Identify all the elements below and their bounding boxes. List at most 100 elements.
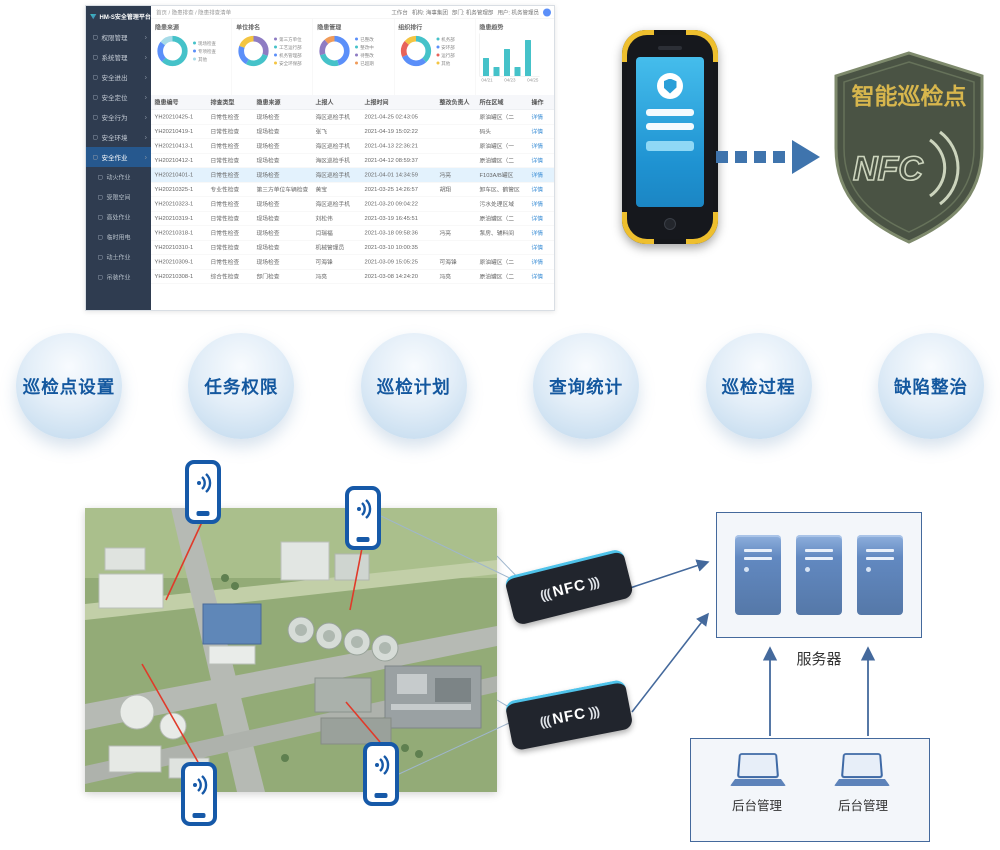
sidebar-item[interactable]: 安全进出› xyxy=(86,67,151,87)
nfc-wave-icon xyxy=(197,473,212,493)
detail-link[interactable]: 详情 xyxy=(531,143,544,150)
table-cell: 胡翔 xyxy=(439,187,452,193)
table-cell: 2021-04-13 22:36:21 xyxy=(364,143,418,149)
table-cell: 2021-03-18 09:58:36 xyxy=(364,230,418,236)
table-cell: 原油罐区（一 xyxy=(479,143,515,150)
table-cell: 2021-04-01 14:34:59 xyxy=(364,172,418,178)
detail-link[interactable]: 详情 xyxy=(531,259,544,266)
shield-icon xyxy=(663,78,677,94)
feature-circle: 缺陷整治 xyxy=(877,333,984,439)
legend-label: 其他 xyxy=(441,60,451,66)
legend-dot xyxy=(436,37,440,41)
detail-link[interactable]: 详情 xyxy=(531,274,544,280)
chart-title: 隐患来源 xyxy=(155,24,180,31)
table-cell: YH20210310-1 xyxy=(154,244,194,251)
table-cell: 2021-03-20 09:04:22 xyxy=(364,201,418,207)
legend-dot xyxy=(274,53,278,57)
detail-link[interactable]: 详情 xyxy=(531,245,544,251)
legend-label: 运行部 xyxy=(441,52,455,58)
legend-item: 专项检查 xyxy=(193,48,216,55)
chart-body: 已整改整改中待整改已超期 xyxy=(317,34,391,69)
sidebar-item[interactable]: 安全环境› xyxy=(86,127,151,147)
menu-icon xyxy=(93,94,98,100)
sidebar-item-label: 权限管理 xyxy=(101,33,128,42)
home-button[interactable] xyxy=(664,218,676,230)
sidebar-item[interactable]: 安全行为› xyxy=(86,107,151,127)
sidebar-item[interactable]: 动火作业 xyxy=(86,167,151,187)
bars xyxy=(479,33,540,77)
legend-item: 现场检查 xyxy=(193,40,216,47)
dashboard-screenshot: HM-S安全管理平台 权限管理›系统管理›安全进出›安全定位›安全行为›安全环境… xyxy=(85,5,555,311)
x-tick: 04/21 xyxy=(481,77,493,83)
detail-link[interactable]: 详情 xyxy=(531,216,544,222)
table-cell: 现场检查 xyxy=(256,143,280,150)
detail-link[interactable]: 详情 xyxy=(531,187,544,193)
arrow-dot xyxy=(773,151,785,163)
legend-dot xyxy=(355,61,359,65)
table-cell: 日常性检查 xyxy=(210,259,240,266)
column-header: 隐患编号 xyxy=(154,99,179,106)
detail-link[interactable]: 详情 xyxy=(531,172,544,179)
menu-icon xyxy=(93,34,98,40)
legend-dot xyxy=(355,53,359,57)
phone-face xyxy=(627,35,713,239)
legend-label: 机务管理部 xyxy=(279,52,302,58)
sidebar-item[interactable]: 系统管理› xyxy=(86,47,151,67)
table-cell: 冯亮 xyxy=(439,230,452,237)
handheld-device xyxy=(622,30,718,244)
column-header: 所在区域 xyxy=(479,99,504,106)
avatar[interactable] xyxy=(543,8,551,17)
login-button[interactable] xyxy=(645,141,695,151)
sidebar-item[interactable]: 动土作业 xyxy=(86,247,151,267)
menu-icon xyxy=(93,154,98,160)
legend-item: 机务管理部 xyxy=(274,52,302,59)
detail-link[interactable]: 详情 xyxy=(531,129,544,135)
table-cell: 2021-04-25 02:43:05 xyxy=(364,114,418,120)
username-field[interactable] xyxy=(645,109,695,116)
sidebar-item[interactable]: 吊装作业 xyxy=(86,267,151,287)
sidebar-item[interactable]: 高处作业 xyxy=(86,207,151,227)
table-cell: 日常性检查 xyxy=(210,114,240,121)
legend-label: 待整改 xyxy=(360,52,374,58)
arrow-dot xyxy=(754,151,766,163)
chart-panel: 隐患来源现场检查专项检查其他 xyxy=(151,19,233,95)
detail-link[interactable]: 详情 xyxy=(531,201,544,208)
detail-link[interactable]: 详情 xyxy=(531,230,544,237)
table-cell: 现场检查 xyxy=(256,259,280,266)
nfc-label: NFC xyxy=(551,704,588,729)
sidebar-item[interactable]: 安全作业› xyxy=(86,147,151,167)
chart-legend: 第三方单位工艺运行部机务管理部安全环保部 xyxy=(274,34,302,68)
sidebar-item-label: 临时用电 xyxy=(106,233,131,241)
dept-label: 部门: 机务管理部 xyxy=(451,9,494,16)
sidebar-item[interactable]: 权限管理› xyxy=(86,27,151,47)
laptop-icon xyxy=(834,752,890,786)
workspace-link[interactable]: 工作台 xyxy=(391,9,408,16)
sidebar-item[interactable]: 安全定位› xyxy=(86,87,151,107)
legend-dot xyxy=(436,45,440,49)
legend-label: 工艺运行部 xyxy=(279,44,302,50)
table-cell: 海区巡检手机 xyxy=(315,114,351,121)
table-cell: YH20210319-1 xyxy=(154,215,194,222)
detail-link[interactable]: 详情 xyxy=(531,114,544,121)
feature-circle: 巡检点设置 xyxy=(16,333,122,439)
chart-body: 机务部安环部运行部其他 xyxy=(398,34,472,69)
password-field[interactable] xyxy=(645,123,695,130)
sidebar-item[interactable]: 受限空间 xyxy=(86,187,151,207)
detail-link[interactable]: 详情 xyxy=(531,158,544,164)
sidebar-item[interactable]: 临时用电 xyxy=(86,227,151,247)
legend-dot xyxy=(355,45,359,49)
badge-title: 智能巡检点 xyxy=(852,83,967,109)
